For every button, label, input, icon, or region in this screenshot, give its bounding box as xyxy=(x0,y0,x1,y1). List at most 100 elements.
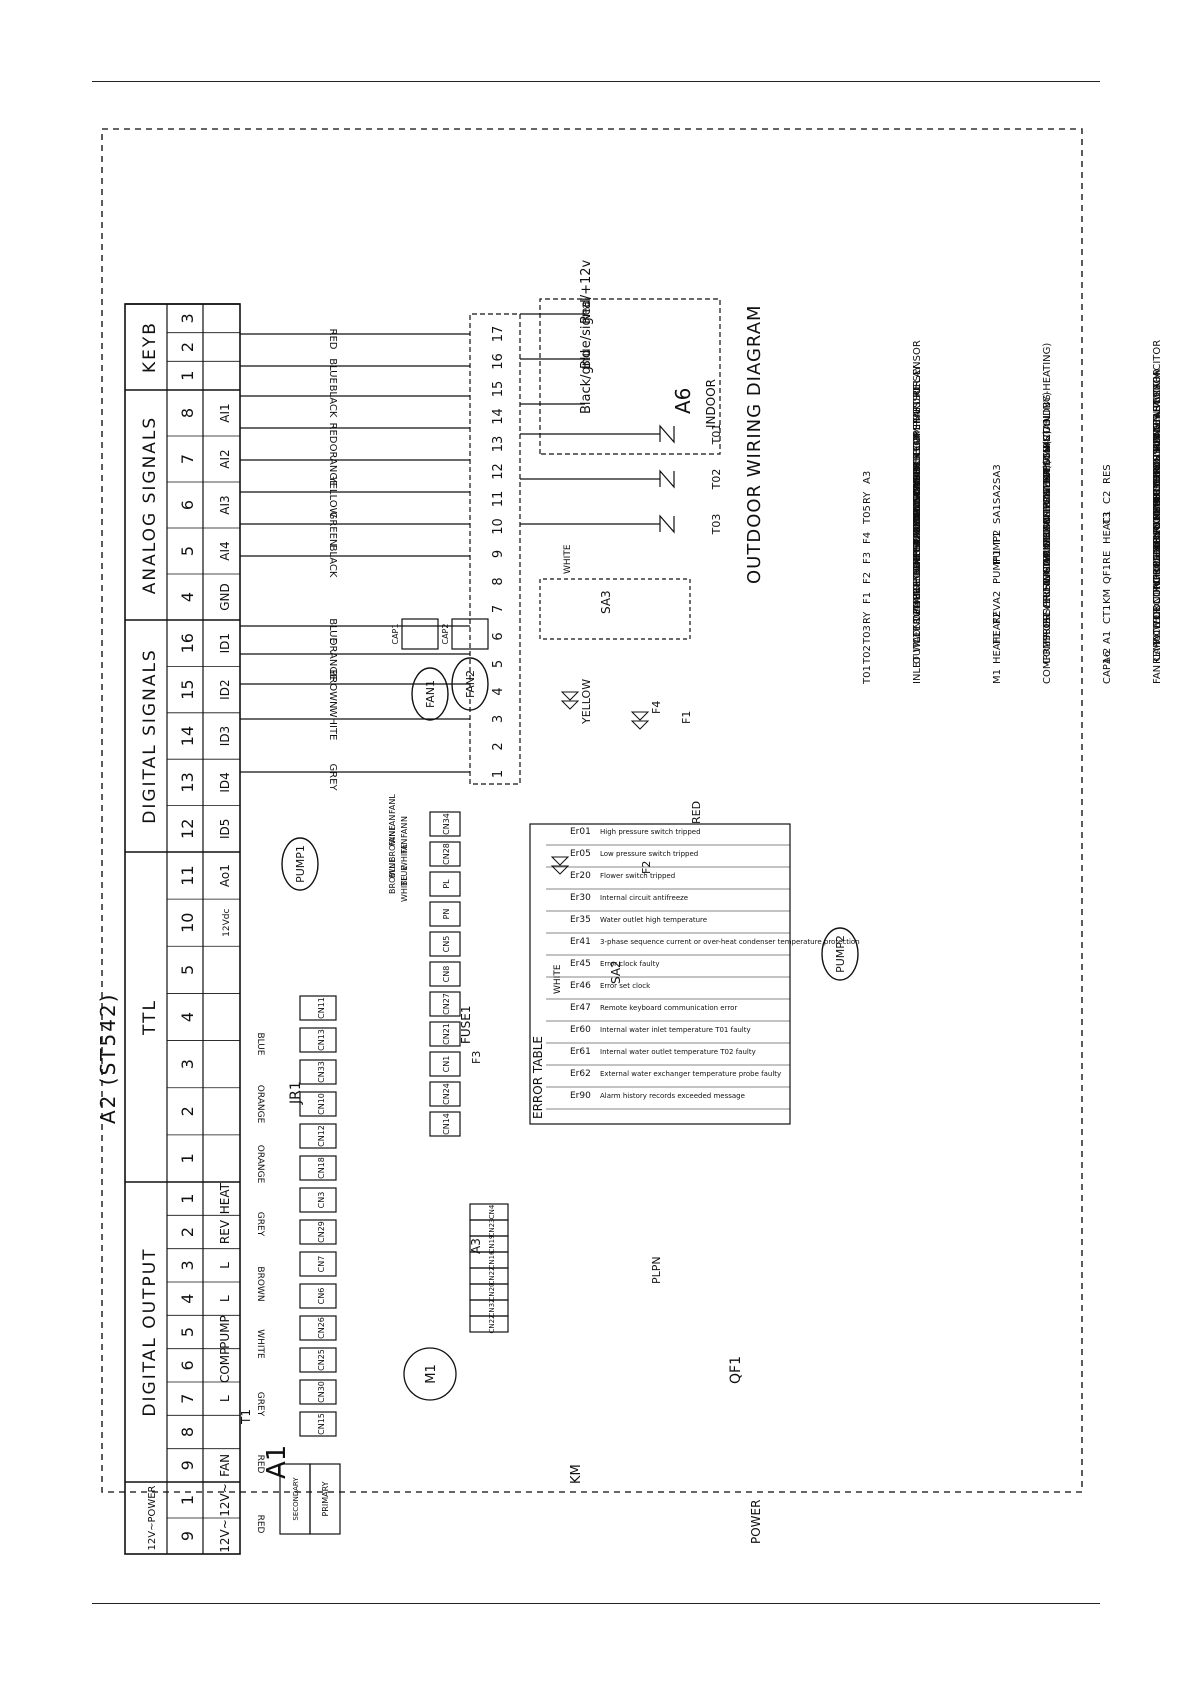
legend-right-desc: RESISTANCE xyxy=(1152,422,1163,484)
header-pin-number: 2 xyxy=(178,1106,197,1116)
error-table-title: ERROR TABLE xyxy=(531,1036,545,1119)
legend-mid-code: SA1 xyxy=(992,504,1003,524)
connector-label: CN3 xyxy=(317,1192,326,1209)
header-pin-number: 15 xyxy=(178,679,197,699)
legend-left-code: RY xyxy=(862,491,873,504)
legend-mid-code: HEAT2 xyxy=(992,612,1003,644)
legend-mid-desc: COMPRESSOR HEATER BELT xyxy=(1042,524,1053,664)
signal-wire-color: YELLOW xyxy=(327,476,338,518)
connector-block xyxy=(299,1059,337,1085)
header-pin-number: 5 xyxy=(178,546,197,556)
connector-label: CN4 xyxy=(488,1204,496,1219)
terminal-number: 5 xyxy=(491,660,506,668)
connector-block xyxy=(469,1203,509,1221)
terminal-number: 16 xyxy=(491,353,506,370)
connector-label: CN16 xyxy=(488,1250,496,1270)
legend-mid-code: A2 xyxy=(992,591,1003,604)
header-group-title: ANALOG SIGNALS xyxy=(140,416,160,594)
terminal-number: 13 xyxy=(491,436,506,453)
transformer-primary xyxy=(309,1463,341,1535)
legend-left-code: F2 xyxy=(862,572,873,584)
header-pin-number: 7 xyxy=(178,1394,197,1404)
legend-mid-code: HEAT1 xyxy=(992,632,1003,664)
header-pin-number: 7 xyxy=(178,454,197,464)
header-pin-number: 2 xyxy=(178,1227,197,1237)
connector-block xyxy=(299,1091,337,1117)
connector-label: CN13 xyxy=(317,1029,326,1051)
header-pin-number: 16 xyxy=(178,633,197,653)
header-pin-number: 1 xyxy=(178,1194,197,1204)
main-board-label: A1 xyxy=(262,1445,292,1479)
error-desc: 3-phase sequence current or over-heat co… xyxy=(600,938,860,946)
connector-label: CN11 xyxy=(317,997,326,1019)
power-label: POWER xyxy=(749,1500,763,1544)
terminal-number: 7 xyxy=(491,605,506,613)
error-desc: Error set clock xyxy=(600,982,651,990)
legend-left-code: T05 xyxy=(862,505,873,525)
error-code: Er61 xyxy=(570,1047,591,1057)
error-desc: External water exchanger temperature pro… xyxy=(600,1070,781,1078)
m1-compressor xyxy=(403,1347,457,1401)
connector-label: CN6 xyxy=(317,1288,326,1305)
legend-left-code: T03 xyxy=(862,625,873,645)
legend-mid-desc: FROST PROTECTION HEATER xyxy=(1042,501,1053,644)
legend-mid-code: SA3 xyxy=(992,464,1003,484)
legend-right-code: CAP1-2 xyxy=(1102,648,1113,684)
header-pin-term: AI1 xyxy=(218,403,232,422)
legend-mid-code: M1 xyxy=(992,669,1003,684)
error-code: Er41 xyxy=(570,937,591,947)
sensor-resistor xyxy=(659,469,675,489)
fan-wire-label: FAN xyxy=(400,839,409,854)
connector-label: CN7 xyxy=(317,1256,326,1273)
legend-right-code: QF1 xyxy=(1102,564,1113,584)
signal-wire-color: BLACK xyxy=(327,385,338,418)
header-pin-number: 1 xyxy=(178,371,197,381)
header-pin-number: 5 xyxy=(178,1327,197,1337)
legend-right-desc: REMOTE CONTROL PANEL xyxy=(1152,535,1163,664)
header-pin-number: 13 xyxy=(178,772,197,792)
legend-left-desc: FLOW SWITCH xyxy=(912,493,923,564)
connector-block xyxy=(299,1123,337,1149)
connector-block xyxy=(429,811,461,837)
connector-label: CN19 xyxy=(488,1234,496,1253)
fan-wire-label: N xyxy=(400,816,409,822)
legend-mid-code: T1 xyxy=(992,532,1003,545)
connector-label: CN22 xyxy=(488,1266,496,1285)
connector-block xyxy=(299,1027,337,1053)
header-group-title: DIGITAL OUTPUT xyxy=(140,1247,160,1416)
connector-block xyxy=(299,1219,337,1245)
jumper-label: JR1 xyxy=(288,1081,304,1105)
sensor-resistor xyxy=(659,514,675,534)
legend-mid-desc: AUXILIARY WATER PUMP xyxy=(1042,443,1053,564)
signal-wire-color: BLUE xyxy=(327,618,338,644)
connector-block xyxy=(429,1021,461,1047)
top-rule xyxy=(92,81,1100,82)
error-desc: Internal water inlet temperature T01 fau… xyxy=(600,1026,751,1034)
header-pin-number: 2 xyxy=(178,342,197,352)
yellow-label: YELLOW xyxy=(580,679,593,725)
header-pin-term: 12Vdc xyxy=(222,909,232,937)
secondary-label: SECONDARY xyxy=(292,1477,300,1521)
header-pin-number: 9 xyxy=(178,1460,197,1470)
t1-label: T1 xyxy=(239,1409,253,1425)
connector-block xyxy=(429,871,461,897)
terminal-number: 3 xyxy=(491,715,506,723)
connector-block xyxy=(299,995,337,1021)
header-pin-term: ID5 xyxy=(218,819,232,839)
connector-block xyxy=(299,1315,337,1341)
error-code: Er01 xyxy=(570,827,591,837)
legend-right-code: A6 xyxy=(1102,651,1113,664)
legend-right-desc: ELECTRIC CURRENT DETECTOR xyxy=(1152,467,1163,624)
sensor-resistor xyxy=(659,424,675,444)
header-pin-number: 4 xyxy=(178,1012,197,1022)
output-wire-color: RED xyxy=(255,1515,265,1534)
connector-label: CN21 xyxy=(442,1023,451,1045)
legend-right-code: C1 xyxy=(1102,511,1113,524)
header-pin-term: Ao1 xyxy=(218,864,232,887)
connector-block xyxy=(429,1081,461,1107)
output-wire-color: GREY xyxy=(255,1212,265,1237)
legend-right-desc: COMPRESSOR START CAPACITOR xyxy=(1152,340,1163,504)
legend-mid-desc: SWITCH(COOLING-HEATING) xyxy=(1042,343,1053,484)
legend-left-desc: CONDENSER TEMPERATURE SENSOR xyxy=(912,340,923,524)
